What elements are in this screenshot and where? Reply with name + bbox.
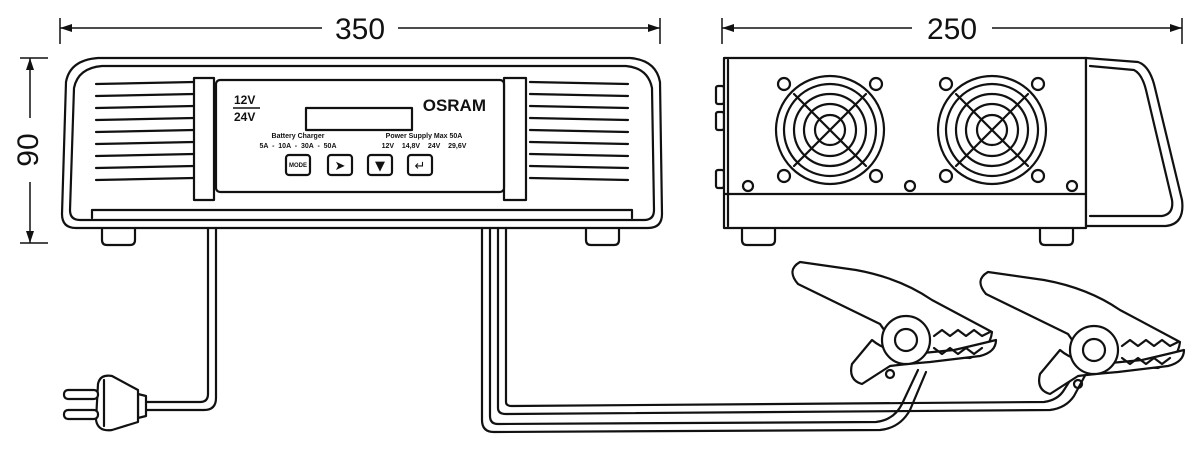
mode-button[interactable]: MODE: [284, 153, 312, 177]
voltage-24v-label: 24V: [234, 110, 255, 124]
side-foot-left: [740, 224, 777, 247]
brand-logo-text: OSRAM: [423, 96, 486, 115]
enter-button[interactable]: ↵: [406, 153, 434, 177]
front-foot-right: [584, 224, 621, 247]
next-arrow-icon: ➤: [335, 159, 346, 174]
down-button[interactable]: ▼: [366, 153, 394, 177]
lcd-display: [304, 106, 414, 132]
height-dimension-label: 90: [12, 133, 45, 166]
battery-clamp-left-icon: [791, 260, 998, 386]
cooling-fan-right-icon: [936, 74, 1048, 186]
side-foot-right: [1038, 224, 1075, 247]
power-supply-label: Power Supply Max 50A: [386, 133, 463, 140]
down-arrow-icon: ▼: [375, 159, 385, 174]
next-button[interactable]: ➤: [326, 153, 354, 177]
battery-charger-values: 5A - 10A - 30A - 50A: [259, 143, 336, 150]
power-plug-icon: [62, 374, 140, 432]
voltage-12v-label: 12V: [234, 93, 255, 107]
battery-charger-label: Battery Charger: [272, 133, 325, 140]
depth-dimension-label: 250: [927, 13, 977, 46]
charger-side-view: [714, 56, 1184, 247]
charger-front-view: 12V 24V OSRAM Battery Charger 5A - 10A -…: [60, 56, 664, 247]
dimension-depth: 250: [721, 13, 1183, 46]
dimension-width: 350: [59, 13, 661, 46]
width-dimension-label: 350: [335, 13, 385, 46]
front-vent-left: [94, 80, 196, 182]
side-handle: [1084, 56, 1184, 228]
dimension-height: 90: [12, 57, 48, 244]
front-foot-left: [100, 224, 137, 247]
power-cord: [136, 226, 218, 420]
battery-clamp-right-icon: [979, 270, 1186, 396]
power-supply-values: 12V 14,8V 24V 29,6V: [382, 143, 467, 150]
mode-button-label: MODE: [289, 163, 307, 169]
enter-arrow-icon: ↵: [415, 159, 426, 174]
clamp-cables: [480, 226, 1090, 434]
cooling-fan-left-icon: [774, 74, 886, 186]
front-vent-right: [528, 80, 630, 182]
